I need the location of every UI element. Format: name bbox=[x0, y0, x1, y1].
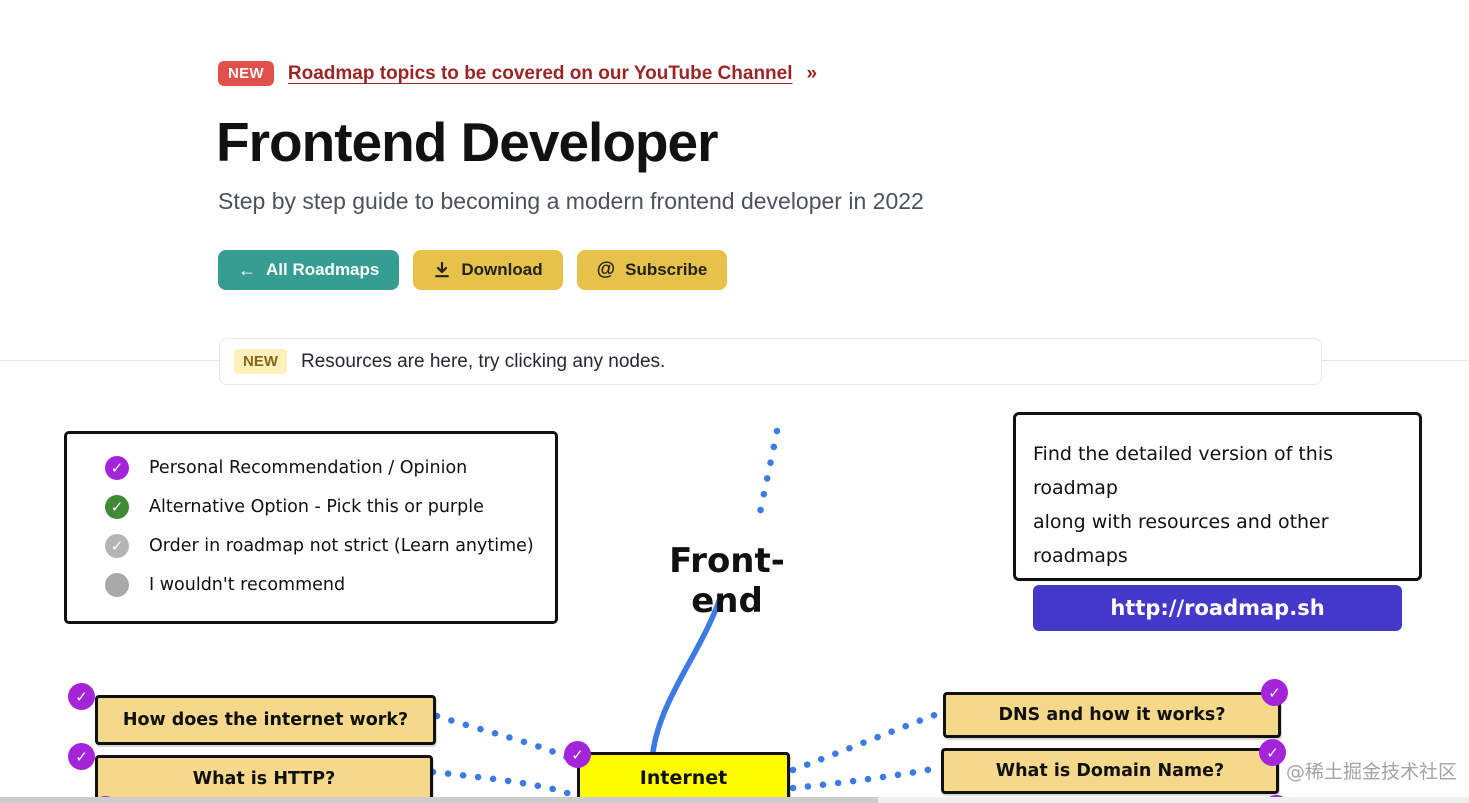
purple-check-badge: ✓ bbox=[68, 743, 95, 770]
download-icon bbox=[433, 261, 451, 279]
legend-item: I wouldn't recommend bbox=[105, 573, 555, 597]
info-line-1: Find the detailed version of this roadma… bbox=[1033, 443, 1334, 499]
legend-item: ✓ Personal Recommendation / Opinion bbox=[105, 456, 555, 480]
node-label: How does the internet work? bbox=[122, 710, 409, 730]
resources-banner: NEW Resources are here, try clicking any… bbox=[219, 338, 1322, 385]
legend-box: ✓ Personal Recommendation / Opinion ✓ Al… bbox=[64, 431, 558, 624]
new-badge: NEW bbox=[218, 61, 274, 86]
legend-label: Order in roadmap not strict (Learn anyti… bbox=[149, 536, 534, 556]
legend-label: I wouldn't recommend bbox=[149, 575, 346, 595]
gray-dot-icon bbox=[105, 573, 129, 597]
announcement-link[interactable]: Roadmap topics to be covered on our YouT… bbox=[287, 62, 793, 84]
legend-item: ✓ Alternative Option - Pick this or purp… bbox=[105, 495, 555, 519]
subscribe-button[interactable]: @ Subscribe bbox=[576, 250, 728, 290]
legend-item: ✓ Order in roadmap not strict (Learn any… bbox=[105, 534, 555, 558]
detailed-version-box: Find the detailed version of this roadma… bbox=[1013, 412, 1422, 631]
action-buttons: ← All Roadmaps Download @ Subscribe bbox=[218, 250, 728, 290]
node-label: What is HTTP? bbox=[192, 769, 336, 789]
subscribe-label: Subscribe bbox=[625, 260, 708, 279]
download-label: Download bbox=[461, 260, 543, 279]
legend-label: Alternative Option - Pick this or purple bbox=[149, 497, 484, 517]
node-domain-name[interactable]: What is Domain Name? ✓ bbox=[941, 739, 1286, 794]
node-dns[interactable]: DNS and how it works? ✓ bbox=[943, 679, 1288, 738]
roadmap-sh-button[interactable]: http://roadmap.sh bbox=[1033, 585, 1402, 631]
back-arrow-icon: ← bbox=[238, 259, 256, 280]
node-label: What is Domain Name? bbox=[995, 761, 1225, 781]
node-how-does-internet-work[interactable]: How does the internet work? ✓ bbox=[68, 683, 436, 745]
legend-label: Personal Recommendation / Opinion bbox=[149, 458, 468, 478]
all-roadmaps-button[interactable]: ← All Roadmaps bbox=[218, 250, 400, 290]
chevrons-right-icon[interactable]: » bbox=[806, 62, 818, 84]
banner-new-badge: NEW bbox=[234, 349, 287, 374]
info-line-2: along with resources and other roadmaps bbox=[1033, 511, 1329, 567]
purple-check-badge: ✓ bbox=[68, 683, 95, 710]
purple-check-badge: ✓ bbox=[564, 741, 591, 768]
node-label: Internet bbox=[639, 766, 728, 789]
page-subtitle: Step by step guide to becoming a modern … bbox=[218, 188, 924, 214]
node-what-is-http[interactable]: What is HTTP? ✓ bbox=[68, 743, 433, 803]
horizontal-scrollbar-thumb[interactable] bbox=[0, 797, 878, 803]
node-internet[interactable]: Internet ✓ bbox=[564, 741, 790, 803]
horizontal-scrollbar-track[interactable] bbox=[0, 797, 1469, 803]
announcement-row: NEW Roadmap topics to be covered on our … bbox=[218, 61, 817, 86]
download-button[interactable]: Download bbox=[413, 250, 563, 290]
purple-check-badge: ✓ bbox=[1261, 679, 1288, 706]
all-roadmaps-label: All Roadmaps bbox=[266, 260, 380, 279]
at-icon: @ bbox=[596, 259, 616, 280]
frontend-section-label: Front-end bbox=[669, 541, 785, 621]
purple-check-icon: ✓ bbox=[105, 456, 129, 480]
gray-check-icon: ✓ bbox=[105, 534, 129, 558]
banner-text: Resources are here, try clicking any nod… bbox=[301, 350, 666, 372]
watermark: @稀土掘金技术社区 bbox=[1286, 761, 1458, 783]
green-check-icon: ✓ bbox=[105, 495, 129, 519]
node-label: DNS and how it works? bbox=[998, 705, 1226, 725]
purple-check-badge: ✓ bbox=[1259, 739, 1286, 766]
page-title: Frontend Developer bbox=[216, 111, 719, 173]
